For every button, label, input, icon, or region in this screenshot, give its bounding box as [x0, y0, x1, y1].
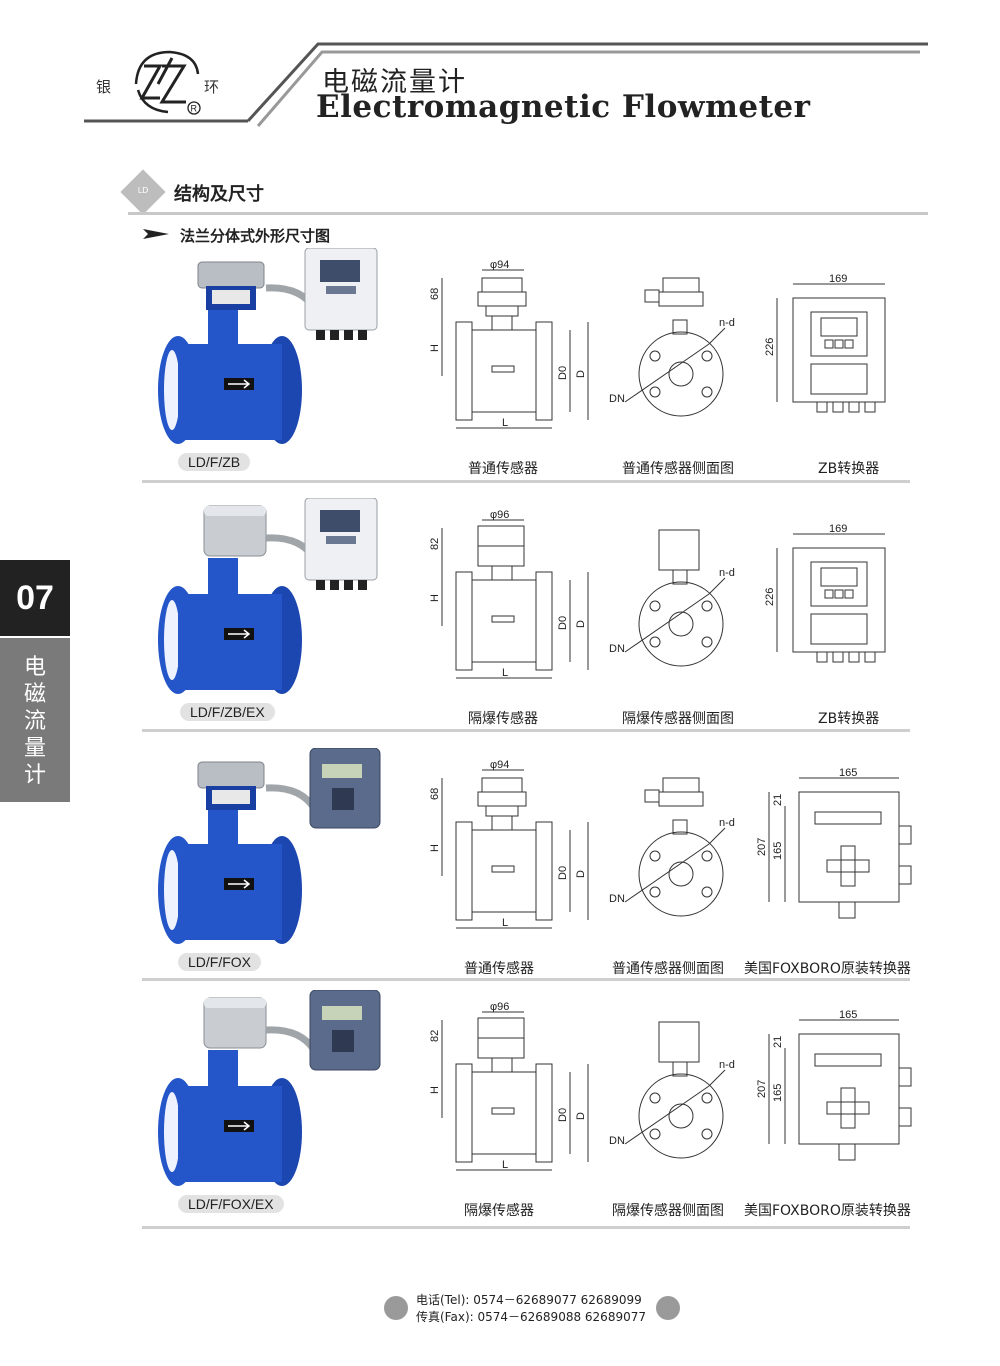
converter-caption: ZB转换器: [818, 461, 880, 477]
svg-text:R: R: [191, 104, 198, 114]
svg-text:D0: D0: [557, 366, 569, 380]
svg-text:H: H: [429, 844, 441, 852]
svg-text:D0: D0: [557, 1108, 569, 1122]
svg-text:165: 165: [839, 1009, 857, 1021]
svg-text:n-d: n-d: [719, 567, 735, 579]
svg-text:DN: DN: [609, 893, 625, 905]
page-title-cn: 电磁流量计: [322, 67, 467, 98]
svg-text:D: D: [575, 370, 587, 378]
arrow-icon: [143, 229, 169, 239]
svg-text:L: L: [502, 1159, 508, 1171]
product-photo: [158, 990, 381, 1186]
row-divider: [142, 729, 910, 732]
svg-text:226: 226: [764, 338, 776, 356]
sensor-dimension-drawing: φ94 68H L D0 D: [429, 259, 589, 429]
product-photo: [158, 748, 381, 944]
svg-text:n-d: n-d: [719, 317, 735, 329]
svg-text:DN: DN: [609, 643, 625, 655]
side-view-caption: 普通传感器侧面图: [622, 461, 734, 477]
svg-text:DN: DN: [609, 393, 625, 405]
svg-text:H: H: [429, 1086, 441, 1094]
svg-text:H: H: [429, 344, 441, 352]
svg-text:D: D: [575, 620, 587, 628]
chapter-number: 07: [0, 560, 70, 636]
svg-text:169: 169: [829, 523, 847, 535]
svg-text:φ96: φ96: [490, 509, 509, 521]
svg-text:165: 165: [772, 842, 784, 860]
converter-caption: 美国FOXBORO原装转换器: [744, 961, 911, 977]
sensor-caption: 普通传感器: [464, 961, 534, 977]
svg-text:D0: D0: [557, 616, 569, 630]
footer-fax: 传真(Fax): 0574－62689088 62689077: [416, 1310, 646, 1324]
footer-dot-left: [384, 1296, 408, 1320]
svg-text:L: L: [502, 667, 508, 679]
svg-text:D: D: [575, 870, 587, 878]
converter-dimension-drawing: 169 226: [764, 273, 886, 413]
svg-text:82: 82: [429, 1030, 441, 1042]
brand-name-left: 银: [96, 78, 112, 96]
model-label: LD/F/ZB/EX: [180, 703, 275, 721]
sensor-dimension-drawing: φ94 68H L D0 D: [429, 759, 589, 929]
model-label: LD/F/FOX/EX: [178, 1195, 284, 1213]
converter-dimension-drawing: 169 226: [764, 523, 886, 663]
sensor-caption: 隔爆传感器: [468, 711, 538, 727]
side-view-caption: 隔爆传感器侧面图: [612, 1203, 724, 1219]
svg-text:165: 165: [839, 767, 857, 779]
svg-text:226: 226: [764, 588, 776, 606]
svg-text:169: 169: [829, 273, 847, 285]
svg-text:φ94: φ94: [490, 759, 509, 771]
product-photo: [158, 498, 378, 694]
sensor-side-view-drawing: n-dDN: [609, 277, 735, 417]
sensor-caption: 普通传感器: [468, 461, 538, 477]
svg-text:L: L: [502, 417, 508, 429]
sensor-dimension-drawing: φ96 82H L D0 D: [429, 509, 589, 679]
header-rule-lines: [84, 42, 928, 127]
page-title-en: Electromagnetic Flowmeter: [316, 89, 811, 125]
svg-text:H: H: [429, 594, 441, 602]
converter-caption: ZB转换器: [818, 711, 880, 727]
model-label: LD/F/ZB: [178, 453, 251, 471]
svg-text:82: 82: [429, 538, 441, 550]
svg-text:D0: D0: [557, 866, 569, 880]
chapter-title: 电 磁 流 量 计: [0, 638, 70, 802]
svg-text:207: 207: [756, 1080, 768, 1098]
svg-text:68: 68: [429, 788, 441, 800]
svg-text:68: 68: [429, 288, 441, 300]
brand-logo: R: [124, 44, 204, 120]
sensor-side-view-drawing: n-dDN: [609, 777, 735, 917]
sensor-dimension-drawing: φ96 82H L D0 D: [429, 1001, 589, 1171]
side-view-caption: 隔爆传感器侧面图: [622, 711, 734, 727]
converter-dimension-drawing: 165 207 165 21: [756, 1009, 912, 1161]
footer-tel: 电话(Tel): 0574－62689077 62689099: [416, 1293, 642, 1307]
subsection-title: 法兰分体式外形尺寸图: [180, 227, 331, 245]
side-view-caption: 普通传感器侧面图: [612, 961, 724, 977]
svg-text:21: 21: [772, 1036, 784, 1048]
converter-dimension-drawing: 165 207 165 21: [756, 767, 912, 919]
footer-contact: 电话(Tel): 0574－62689077 62689099 传真(Fax):…: [416, 1292, 646, 1326]
sensor-side-view-drawing: n-dDN: [609, 1021, 735, 1159]
svg-text:φ96: φ96: [490, 1001, 509, 1013]
footer-dot-right: [656, 1296, 680, 1320]
model-label: LD/F/FOX: [178, 953, 262, 971]
svg-text:DN: DN: [609, 1135, 625, 1147]
svg-text:D: D: [575, 1112, 587, 1120]
section-divider: [128, 212, 928, 215]
svg-text:φ94: φ94: [490, 259, 509, 271]
svg-text:165: 165: [772, 1084, 784, 1102]
converter-caption: 美国FOXBORO原装转换器: [744, 1203, 911, 1219]
svg-text:207: 207: [756, 838, 768, 856]
brand-name-right: 环: [204, 78, 220, 96]
svg-text:21: 21: [772, 794, 784, 806]
svg-text:n-d: n-d: [719, 817, 735, 829]
svg-text:L: L: [502, 917, 508, 929]
sensor-caption: 隔爆传感器: [464, 1203, 534, 1219]
row-divider: [142, 978, 910, 981]
svg-text:n-d: n-d: [719, 1059, 735, 1071]
section-badge-text: LD: [137, 186, 149, 195]
row-divider: [142, 1226, 910, 1229]
section-title: 结构及尺寸: [174, 184, 264, 205]
row-divider: [142, 480, 910, 483]
product-photo: [158, 248, 378, 444]
sensor-side-view-drawing: n-dDN: [609, 529, 735, 667]
